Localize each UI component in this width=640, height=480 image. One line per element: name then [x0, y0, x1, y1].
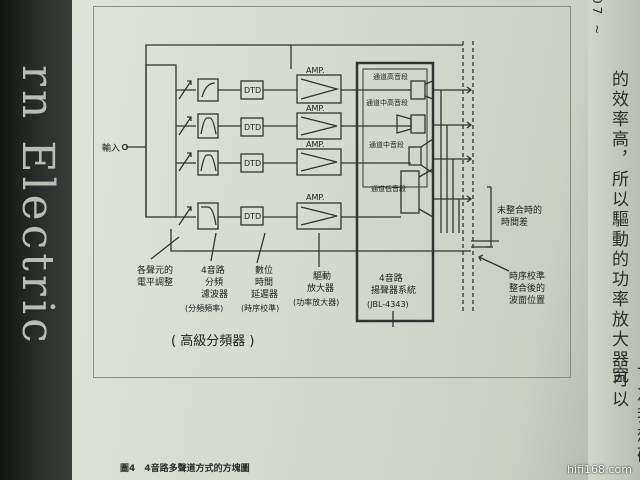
filter-legend-2: 分頻: [205, 276, 223, 288]
spine-title: rn Electric: [12, 65, 63, 347]
time-align-label-2: 整合後的: [509, 282, 545, 294]
dtd-legend-4: (時序校準): [241, 303, 279, 313]
amp-block: [296, 74, 342, 104]
input-terminal: [121, 143, 129, 151]
watermark: hifi168.com: [567, 463, 632, 476]
bottom-bus-line: [170, 229, 471, 252]
row-1: [176, 74, 411, 104]
dtd-legend-3: 延遲器: [251, 288, 278, 300]
level-legend-2: 電平調整: [137, 276, 173, 288]
speaker-label: 通道高音段: [373, 72, 408, 81]
mid-driver: [408, 146, 422, 166]
dtd-legend-1: 數位: [255, 264, 273, 276]
figure-subtitle: ( 高級分頻器 ): [171, 333, 254, 349]
dtd-legend-2: 時間: [255, 277, 273, 288]
block-diagram: 輸入 DTD DTD DTD DTD AMP. AMP. AMP. AMP. 通…: [102, 41, 545, 349]
speaker-label: 通道中音段: [369, 140, 404, 149]
figure-caption: 圖4 4音路多聲道方式的方塊圖: [120, 461, 250, 474]
time-align-label-1: 時序校準: [509, 270, 545, 282]
filter-block: [197, 78, 219, 102]
speaker-label: 通道中高音段: [366, 98, 408, 107]
dtd-label: DTD: [244, 86, 261, 95]
adjacent-text-2: 下次我想研究: [608, 366, 640, 466]
book-spine: rn Electric: [0, 0, 72, 480]
amp-legend-1: 驅動: [313, 271, 331, 282]
top-bus-line: [145, 44, 463, 217]
caption-text: 4音路多聲道方式的方塊圖: [144, 464, 250, 474]
upper-mid-driver: [410, 114, 426, 134]
level-adjuster-block: [145, 64, 177, 218]
time-diff-label-2: 時間差: [501, 216, 528, 228]
dtd-label: DTD: [244, 123, 261, 132]
row-3: [176, 148, 411, 176]
amp-block: [296, 202, 342, 230]
dtd-block: [240, 206, 264, 226]
page-marker: 07 ~: [590, 0, 604, 38]
dtd-label: DTD: [244, 212, 261, 221]
amp-label: AMP.: [306, 104, 325, 113]
row-2: [176, 112, 411, 140]
speaker-legend-1: 4音路: [379, 272, 403, 284]
dtd-label: DTD: [244, 159, 261, 168]
row-4: [176, 202, 401, 230]
figure-frame: 輸入 DTD DTD DTD DTD AMP. AMP. AMP. AMP. 通…: [93, 6, 571, 378]
adjacent-page-column: 07 ~ 的效率高，所以驅動的功率放大器可以 下次我想研究: [588, 0, 640, 480]
speaker-legend-2: 揚聲器系統: [371, 284, 416, 296]
filter-legend-4: (分頻頻率): [185, 303, 223, 313]
level-legend-1: 各聲元的: [137, 264, 173, 276]
speaker-label: 通道低音段: [371, 184, 406, 193]
filter-legend-3: 濾波器: [201, 288, 228, 300]
amp-legend-3: (功率放大器): [293, 297, 339, 307]
time-diff-label-1: 未整合時的: [497, 204, 542, 216]
dtd-block: [240, 117, 264, 137]
caption-number: 圖4: [120, 464, 136, 474]
woofer-driver: [400, 170, 420, 214]
amp-label: AMP.: [306, 140, 325, 149]
tweeter-driver: [410, 80, 426, 100]
filter-legend-1: 4音路: [201, 264, 225, 276]
amp-block: [296, 148, 342, 176]
amp-label: AMP.: [306, 193, 325, 202]
speaker-legend-3: (JBL-4343): [367, 300, 409, 309]
time-align-label-3: 波面位置: [509, 294, 545, 306]
amp-legend-2: 放大器: [307, 282, 334, 294]
input-label: 輸入: [102, 142, 120, 154]
filter-block: [197, 202, 219, 230]
adjacent-text-1: 的效率高，所以驅動的功率放大器可以: [608, 70, 628, 410]
amp-label: AMP.: [306, 66, 325, 75]
